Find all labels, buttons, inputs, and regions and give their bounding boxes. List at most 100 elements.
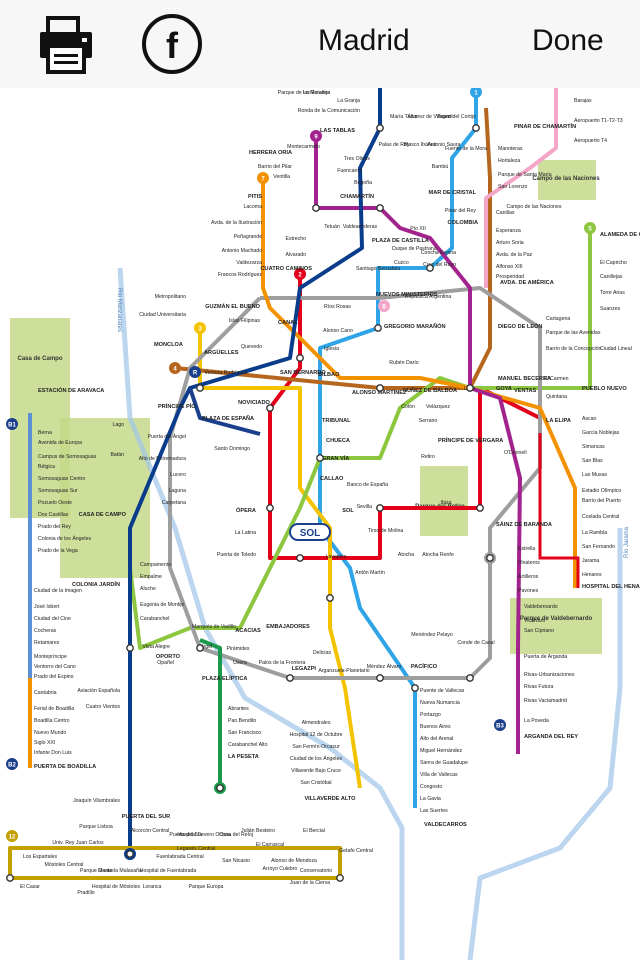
city-title: Madrid [318,24,410,57]
station-dot [296,354,304,362]
station-label: Bambú [432,164,449,170]
station-label: Quevedo [241,344,262,350]
station-label: Villa de Vallecas [420,772,458,778]
station-label: NOVICIADO [238,400,270,406]
station-label: Prado del Espino [34,674,74,680]
line-badge-icon [6,758,18,770]
station-label: MAR DE CRISTAL [429,190,477,196]
printer-icon [40,16,92,74]
station-label: Menéndez Pelayo [411,632,453,638]
station-label: Alto del Arenal [420,736,453,742]
station-label: Concha Espina [421,250,456,256]
station-label: Parque de las Avenidas [546,330,601,336]
station-label: MONCLOA [154,342,183,348]
station-label: Dos Castillas [38,512,69,518]
station-label: PUERTA DE BOADILLA [34,764,96,770]
station-label: La Poveda [524,718,549,724]
station-label: ALAMEDA DE OSUNA [600,232,640,238]
station-label: San Francisco [228,730,261,736]
station-label: Esperanza [496,228,521,234]
station-label: La Rambla [582,530,607,536]
facebook-share-button[interactable]: f [140,14,204,74]
station-label: Parque de Santa María [498,172,552,178]
station-label: Alcorcón Central [131,828,169,834]
park-label: Parque de Valdebernardo [520,616,593,622]
station-label: Simancas [582,444,605,450]
station-label: Aluche [140,586,156,592]
line-badge-icon [294,268,306,280]
station-label: SAN BERNARDO [280,370,326,376]
station-label: Ciudad de la Imagen [34,588,82,594]
station-label: HOSPITAL DEL HENARES [582,584,640,590]
station-label: Fuente de la Mora [445,146,487,152]
station-label: Barrio del Puerto [582,498,621,504]
station-label: Opañel [157,660,174,666]
station-label: Puerta de Toledo [217,552,256,558]
station-label: Prado del Rey [38,524,71,530]
retiro-park [420,466,468,536]
station-label: El Casar [20,884,40,890]
station-label: Pirámides [226,646,249,652]
station-label: Vicálvaro [524,618,545,624]
line-11 [199,638,222,788]
station-label: Loranca [143,884,162,890]
station-label: Usera [233,660,247,666]
station-label: Nueva Numancia [420,700,460,706]
station-label: Hospital Severo Ochoa [177,832,230,838]
ramal [188,387,261,436]
station-label: Rivas Futura [524,684,554,690]
station-label: García Noblejas [582,430,620,436]
station-label: Serrano [419,418,438,424]
station-label: Carabanchel Alto [228,742,268,748]
station-label: Parque Lisboa [79,824,113,830]
station-label: Berna [38,430,52,436]
station-label: PITIS [248,194,262,200]
station-label: Lacoma [244,204,263,210]
station-label: Ventilla [273,174,290,180]
station-label: San Fermín-Orcasur [292,744,340,750]
line-7 [261,178,577,588]
station-label: Torre Arias [600,290,625,296]
station-label: San Nicasio [222,858,250,864]
line-badge-label: B1 [8,423,16,429]
station-dot [376,674,384,682]
station-label: PUERTA DEL SUR [122,814,170,820]
sol-badge [289,523,331,541]
station-label: Ventorro del Cano [34,664,76,670]
station-label: O'Donnell [504,450,527,456]
station-label: San Cristóbal [300,780,331,786]
station-label: VENTAS [514,388,537,394]
station-dot [376,504,384,512]
station-label: NUEVOS MINISTERIOS [376,292,438,298]
station-label: Las Musas [582,472,607,478]
station-dot [266,504,274,512]
station-label: Fuencarral [337,168,362,174]
station-label: Empalme [140,574,162,580]
station-label: Tres Olivos [344,156,370,162]
station-label: CHAMARTÍN [340,192,374,200]
station-label: Ríos Rosas [324,304,351,310]
station-dot [216,784,224,792]
station-label: Avda. de la Ilustración [211,220,262,226]
station-label: Valdeacederas [343,224,378,230]
station-label: Conde de Casal [457,640,494,646]
station-dot [296,554,304,562]
station-label: Boadilla Centro [34,718,70,724]
station-label: VALDECARROS [424,822,467,828]
station-label: CUATRO CAMINOS [261,266,313,272]
station-label: Portazgo [420,712,441,718]
done-button[interactable]: Done [532,24,604,57]
station-label: PLAZA DE ESPAÑA [202,415,254,422]
station-label: Somosaguas Centro [38,476,85,482]
park-label: Campo de las Naciones [532,176,600,182]
station-label: ESTACIÓN DE ARAVACA [38,386,104,394]
station-label: OPORTO [156,654,181,660]
station-label: HERRERA ORIA [249,150,292,156]
station-label: Lucero [170,472,186,478]
print-button[interactable] [34,14,98,74]
station-label: Santo Domingo [214,446,250,452]
station-label: Infante Don Luis [34,750,72,756]
station-label: Aeropuerto T4 [574,138,607,144]
